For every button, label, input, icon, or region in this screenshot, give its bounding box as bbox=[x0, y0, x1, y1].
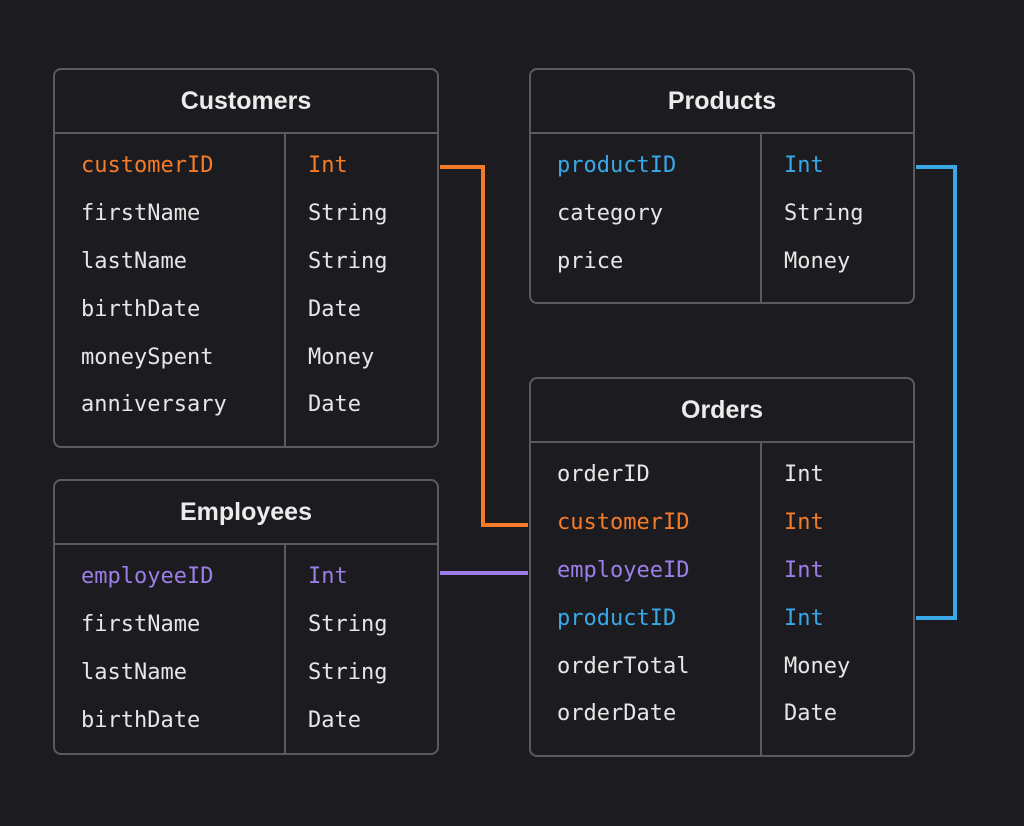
table-row: category String bbox=[531, 190, 913, 238]
field-type: Int bbox=[784, 605, 824, 631]
field-name: orderID bbox=[557, 462, 650, 488]
customer-order-connector bbox=[440, 165, 528, 527]
field-name: productID bbox=[557, 153, 677, 179]
table-row: birthDate Date bbox=[55, 696, 437, 744]
field-name: anniversary bbox=[81, 392, 227, 418]
table-row: orderTotal Money bbox=[531, 642, 913, 690]
field-name: price bbox=[557, 248, 624, 274]
field-type: Int bbox=[784, 462, 824, 488]
products-table: Products productID Int category String price… bbox=[529, 68, 915, 304]
field-name: moneySpent bbox=[81, 344, 214, 370]
field-type: Date bbox=[784, 701, 837, 727]
table-row: orderID Int bbox=[531, 451, 913, 499]
customers-table-title: Customers bbox=[55, 70, 437, 134]
field-type: Int bbox=[784, 557, 824, 583]
table-row: employeeID Int bbox=[55, 553, 437, 601]
field-type: String bbox=[308, 659, 388, 685]
table-row: anniversary Date bbox=[55, 381, 437, 429]
field-name: customerID bbox=[557, 510, 690, 536]
table-row: firstName String bbox=[55, 601, 437, 649]
table-row: price Money bbox=[531, 238, 913, 286]
field-type: Int bbox=[308, 153, 348, 179]
field-type: String bbox=[308, 248, 388, 274]
field-type: Money bbox=[308, 344, 375, 370]
table-row: productID Int bbox=[531, 142, 913, 190]
field-name: orderDate bbox=[557, 701, 677, 727]
field-type: Int bbox=[784, 510, 824, 536]
orders-table-title: Orders bbox=[531, 379, 913, 443]
field-type: String bbox=[308, 612, 388, 638]
product-order-connector bbox=[916, 165, 957, 620]
table-row: moneySpent Money bbox=[55, 333, 437, 381]
table-row: lastName String bbox=[55, 649, 437, 697]
field-type: Money bbox=[784, 653, 851, 679]
field-name: orderTotal bbox=[557, 653, 690, 679]
field-name: customerID bbox=[81, 153, 214, 179]
field-name: birthDate bbox=[81, 296, 201, 322]
field-name: firstName bbox=[81, 612, 201, 638]
employees-table-title: Employees bbox=[55, 481, 437, 545]
table-row: customerID Int bbox=[55, 142, 437, 190]
table-row: lastName String bbox=[55, 238, 437, 286]
table-row: orderDate Date bbox=[531, 690, 913, 738]
field-type: Date bbox=[308, 296, 361, 322]
field-name: birthDate bbox=[81, 707, 201, 733]
field-type: String bbox=[308, 201, 388, 227]
field-type: Int bbox=[308, 564, 348, 590]
field-name: category bbox=[557, 201, 663, 227]
table-row: productID Int bbox=[531, 594, 913, 642]
table-row: birthDate Date bbox=[55, 285, 437, 333]
field-name: employeeID bbox=[557, 557, 690, 583]
table-row: employeeID Int bbox=[531, 547, 913, 595]
field-type: Int bbox=[784, 153, 824, 179]
products-table-title: Products bbox=[531, 70, 913, 134]
field-name: employeeID bbox=[81, 564, 214, 590]
table-row: firstName String bbox=[55, 190, 437, 238]
field-name: firstName bbox=[81, 201, 201, 227]
field-name: lastName bbox=[81, 659, 187, 685]
table-row: customerID Int bbox=[531, 499, 913, 547]
field-type: Money bbox=[784, 248, 851, 274]
field-type: Date bbox=[308, 707, 361, 733]
field-type: String bbox=[784, 201, 864, 227]
field-name: productID bbox=[557, 605, 677, 631]
products-table-body: productID Int category String price Money bbox=[531, 134, 913, 302]
field-name: lastName bbox=[81, 248, 187, 274]
field-type: Date bbox=[308, 392, 361, 418]
